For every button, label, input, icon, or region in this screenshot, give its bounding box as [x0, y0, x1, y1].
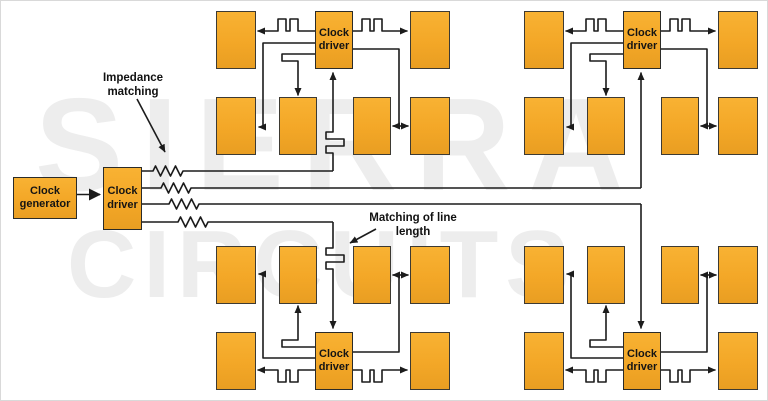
clock-driver-bottom-right-box: Clock driver	[623, 332, 661, 390]
clock-signal-line	[353, 366, 408, 383]
bus-line-3	[142, 198, 641, 210]
component-block	[524, 332, 564, 390]
watermark-circuits: CIRCUITS	[67, 211, 577, 318]
component-block	[216, 97, 256, 155]
clock-signal-line	[565, 18, 623, 35]
component-block	[216, 11, 256, 69]
branch-line	[353, 48, 400, 126]
component-block	[524, 246, 564, 304]
main-clock-driver-box: Clock driver	[103, 167, 142, 230]
bus-line-1	[142, 165, 333, 177]
clock-driver-top-left-box: Clock driver	[315, 11, 353, 69]
clock-driver-label: Clock driver	[626, 347, 658, 373]
component-block	[718, 246, 758, 304]
component-block	[410, 11, 450, 69]
component-block	[279, 97, 317, 155]
bus-line-2	[142, 182, 641, 194]
clock-driver-label: Clock driver	[318, 347, 350, 373]
clock-signal-line	[257, 366, 315, 383]
component-block	[216, 332, 256, 390]
clock-generator-box: Clock generator	[13, 177, 77, 219]
branch-line	[258, 270, 315, 359]
line-length-matching-label: Matching of line length	[369, 212, 457, 239]
clock-signal-line	[565, 366, 623, 383]
length-matched-stub	[281, 305, 315, 348]
component-block	[524, 11, 564, 69]
serpentine-feed	[325, 222, 345, 329]
component-block	[216, 246, 256, 304]
branch-line	[661, 48, 708, 126]
clock-driver-label: Clock driver	[626, 26, 658, 52]
serpentine-feed	[325, 72, 345, 171]
clock-signal-line	[661, 18, 716, 35]
length-matched-stub	[281, 53, 315, 96]
branch-line	[353, 275, 400, 353]
component-block	[718, 11, 758, 69]
component-block	[718, 97, 758, 155]
clock-driver-bottom-left-box: Clock driver	[315, 332, 353, 390]
branch-line	[258, 42, 315, 131]
branch-line	[566, 270, 623, 359]
component-block	[661, 246, 699, 304]
component-block	[718, 332, 758, 390]
clock-signal-line	[257, 18, 315, 35]
branch-line	[566, 42, 623, 131]
component-block	[587, 246, 625, 304]
clock-signal-line	[661, 366, 716, 383]
branch-line	[661, 275, 708, 353]
clock-driver-label: Clock driver	[107, 185, 138, 211]
component-block	[279, 246, 317, 304]
clock-driver-top-right-box: Clock driver	[623, 11, 661, 69]
bus-line-4	[142, 216, 333, 228]
component-block	[410, 246, 450, 304]
clock-signal-line	[353, 18, 408, 35]
line-length-pointer	[349, 228, 377, 244]
clock-driver-label: Clock driver	[318, 26, 350, 52]
component-block	[410, 97, 450, 155]
component-block	[661, 97, 699, 155]
length-matched-stub	[589, 53, 623, 96]
component-block	[587, 97, 625, 155]
component-block	[524, 97, 564, 155]
component-block	[410, 332, 450, 390]
component-block	[353, 246, 391, 304]
clock-generator-label: Clock generator	[19, 184, 71, 210]
impedance-matching-label: Impedance matching	[102, 72, 164, 99]
length-matched-stub	[589, 305, 623, 348]
component-block	[353, 97, 391, 155]
impedance-matching-pointer	[136, 98, 166, 153]
